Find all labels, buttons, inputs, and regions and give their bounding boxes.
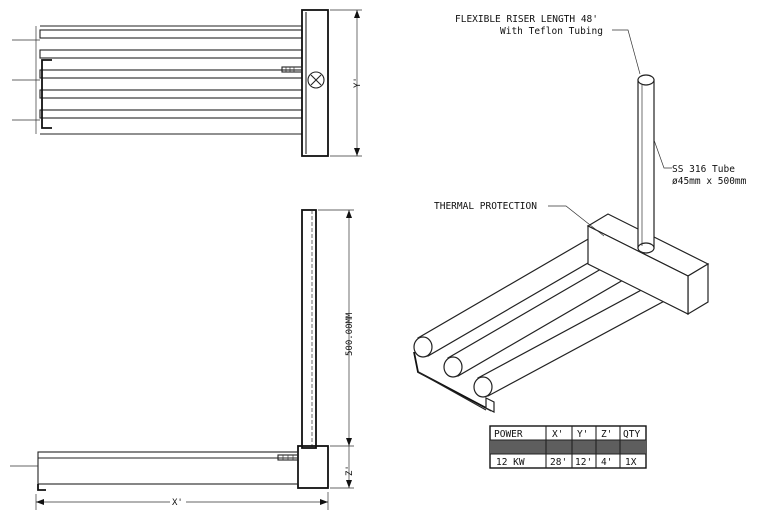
table-cell-y: 12' (575, 457, 592, 468)
dimension-x-label: X' (172, 498, 183, 508)
table-header-qty: QTY (623, 429, 640, 440)
table-cell-power: 12 KW (496, 457, 525, 468)
table-cell-x: 28' (550, 457, 567, 468)
side-view: 500.00MM Z' X' (10, 209, 355, 510)
table-cell-z: 4' (601, 457, 612, 468)
dimension-y-label: Y' (353, 77, 363, 88)
riser-note-line1: FLEXIBLE RISER LENGTH 48' (455, 14, 598, 25)
isometric-view (413, 29, 710, 413)
table-header-x: X' (552, 429, 563, 440)
table-header-z: Z' (601, 429, 612, 440)
table-cell-qty: 1X (625, 457, 637, 468)
spec-table-band (490, 440, 646, 454)
top-view: Y' (12, 9, 363, 157)
tube-note-line1: SS 316 Tube (672, 164, 735, 175)
dimension-length-label: 500.00MM (345, 312, 355, 356)
riser-note-line2: With Teflon Tubing (500, 26, 603, 37)
thermal-protection-note: THERMAL PROTECTION (434, 201, 537, 212)
dimension-z-label: Z' (345, 465, 355, 476)
table-header-power: POWER (494, 429, 523, 440)
tube-note-line2: ø45mm x 500mm (672, 176, 747, 187)
spec-table: POWER X' Y' Z' QTY 12 KW 28' 12' 4' 1X (489, 425, 647, 469)
table-header-y: Y' (577, 429, 588, 440)
